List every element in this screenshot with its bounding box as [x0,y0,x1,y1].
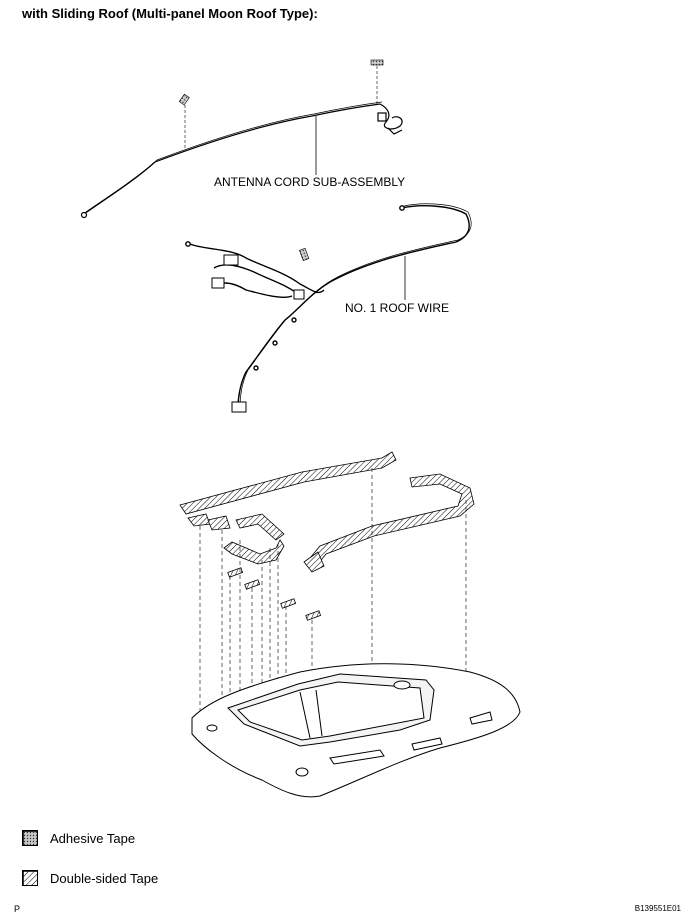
figure-code: B139551E01 [634,904,681,913]
diagram-heading: with Sliding Roof (Multi-panel Moon Roof… [22,6,318,21]
antenna-tapes [178,59,384,106]
roof-wire [185,203,472,413]
legend-adhesive-label: Adhesive Tape [50,830,136,846]
double-sided-tapes [179,451,475,621]
footer-left-mark: P [14,904,21,914]
legend-double-sided-label: Double-sided Tape [50,870,159,886]
double-sided-swatch-icon [22,870,38,886]
legend-adhesive: Adhesive Tape [22,830,135,846]
headliner [191,663,521,798]
roof-wire-label: NO. 1 ROOF WIRE [345,301,450,315]
antenna-cord [80,101,403,219]
legend-double-sided: Double-sided Tape [22,870,158,886]
roof-wire-tape [299,247,310,262]
antenna-cord-label: ANTENNA CORD SUB-ASSEMBLY [214,175,406,189]
adhesive-swatch-icon [22,830,38,846]
